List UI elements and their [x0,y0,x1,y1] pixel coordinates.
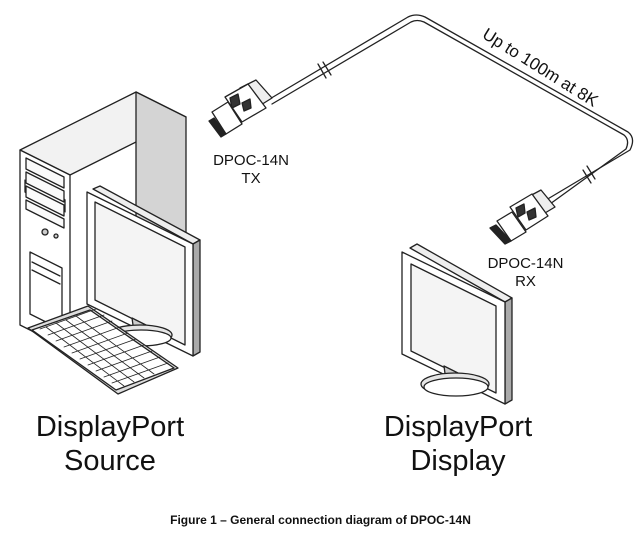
keyboard [27,305,179,395]
rx-connector [489,189,556,245]
source-label: DisplayPort Source [20,410,200,478]
display-monitor [401,243,513,405]
display-line1: DisplayPort [383,411,533,443]
figure-caption: Figure 1 – General connection diagram of… [170,513,471,527]
source-line2: Source [64,445,156,477]
display-line2: Display [410,445,506,477]
display-label: DisplayPort Display [368,410,548,478]
tx-model: DPOC-14N [213,152,289,169]
tx-connector [208,79,273,138]
rx-role: RX [515,273,536,290]
rx-model: DPOC-14N [487,255,564,272]
rx-connector-label: DPOC-14N RX [468,255,583,291]
tx-connector-label: DPOC-14N TX [196,152,306,188]
optical-cable [267,14,634,205]
source-line1: DisplayPort [35,411,185,443]
tx-role: TX [241,170,261,187]
